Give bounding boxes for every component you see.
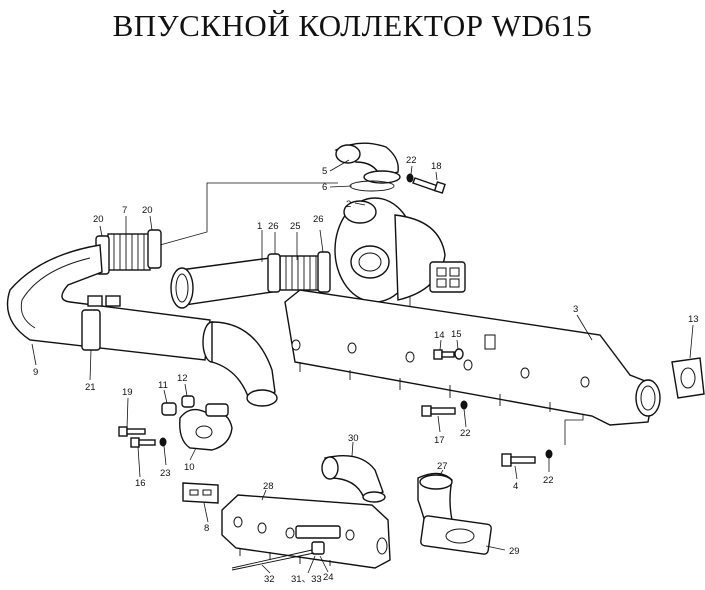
bolt-17 <box>421 405 456 417</box>
label-9: 9 <box>33 367 38 378</box>
label-25: 25 <box>290 221 301 232</box>
label-7: 7 <box>122 205 127 216</box>
label-5: 5 <box>322 166 327 177</box>
label-26-right: 26 <box>313 214 324 225</box>
clamp-20-right <box>147 229 162 269</box>
label-22-low: 22 <box>543 475 554 486</box>
label-6: 6 <box>322 182 327 193</box>
label-29: 29 <box>509 546 520 557</box>
label-28: 28 <box>263 481 274 492</box>
label-31-33: 31、33 <box>291 574 322 585</box>
label-16: 16 <box>135 478 146 489</box>
spacer-11 <box>161 402 177 416</box>
label-27: 27 <box>437 461 448 472</box>
part-labels: 5 6 2 1 26 25 26 20 7 20 9 21 22 18 3 13… <box>33 155 699 585</box>
label-30: 30 <box>348 433 359 444</box>
leader-lines <box>31 159 694 574</box>
part-24 <box>311 541 325 555</box>
hose-7 <box>107 233 151 271</box>
washer-15 <box>454 348 464 360</box>
label-3: 3 <box>573 304 578 315</box>
spacer-12 <box>181 395 195 408</box>
label-4: 4 <box>513 481 518 492</box>
charge-air-pipe-9 <box>6 244 278 407</box>
clamp-21 <box>81 295 121 351</box>
washer-22-low <box>545 449 553 459</box>
plate-8 <box>182 482 219 504</box>
conical-sleeve-1 <box>170 257 273 309</box>
manifold-28 <box>221 494 391 569</box>
label-12: 12 <box>177 373 188 384</box>
elbow-27 <box>417 472 492 555</box>
gasket-13 <box>671 357 705 399</box>
hose-25 <box>279 255 321 291</box>
bolt-19 <box>118 426 146 437</box>
bolt-14 <box>433 349 455 360</box>
washer-23 <box>159 437 167 447</box>
label-20-left: 20 <box>93 214 104 225</box>
label-10: 10 <box>184 462 195 473</box>
label-21: 21 <box>85 382 96 393</box>
pipe-30 <box>321 455 386 503</box>
turbocharger <box>334 197 466 303</box>
label-2: 2 <box>346 199 351 210</box>
label-26-left: 26 <box>268 221 279 232</box>
label-13: 13 <box>688 314 699 325</box>
label-19: 19 <box>122 387 133 398</box>
label-14: 14 <box>434 330 445 341</box>
bolt-16 <box>130 437 156 448</box>
heater-wire-32 <box>231 549 313 569</box>
washer-22-mid <box>460 400 468 410</box>
intake-manifold-3 <box>284 289 661 426</box>
label-8: 8 <box>204 523 209 534</box>
label-18: 18 <box>431 161 442 172</box>
diagram-title: ВПУСКНОЙ КОЛЛЕКТОР WD615 <box>112 8 593 43</box>
clamp-26-left <box>267 253 281 293</box>
label-22-top: 22 <box>406 155 417 166</box>
label-11: 11 <box>158 380 168 391</box>
elbow-pipe-5 <box>334 142 401 184</box>
label-20-right: 20 <box>142 205 153 216</box>
washer-22-top <box>406 173 414 183</box>
label-17: 17 <box>434 435 445 446</box>
label-22-mid: 22 <box>460 428 471 439</box>
label-1: 1 <box>257 221 262 232</box>
bolt-18 <box>412 177 446 194</box>
label-15: 15 <box>451 329 462 340</box>
label-23: 23 <box>160 468 171 479</box>
label-24: 24 <box>323 572 334 583</box>
clamp-26-right <box>317 251 331 293</box>
bolt-4 <box>501 453 536 467</box>
label-32: 32 <box>264 574 275 585</box>
bracket-clamp-10 <box>179 403 233 451</box>
